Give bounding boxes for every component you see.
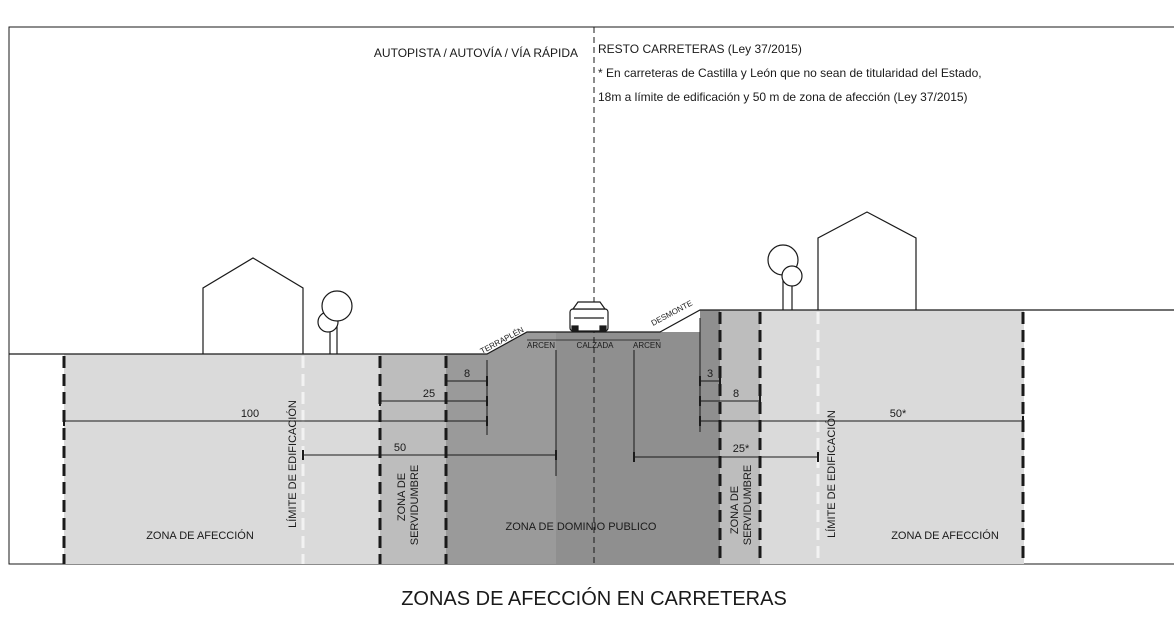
dimension-ticks xyxy=(63,376,1024,462)
left-header-title: AUTOPISTA / AUTOVÍA / VÍA RÁPIDA xyxy=(374,45,578,60)
tree-right-small xyxy=(781,265,803,287)
dimension-labels: 100 50 25 8 3 8 25* 50* xyxy=(241,368,907,455)
right-header-title: RESTO CARRETERAS (Ley 37/2015) xyxy=(598,42,802,56)
dim-50-right-label: 50* xyxy=(890,408,907,420)
ground-profile xyxy=(9,309,1174,355)
arcen-right-label: ARCEN xyxy=(633,341,661,350)
house-right xyxy=(817,211,917,310)
afeccion-left-label: ZONA DE AFECCIÓN xyxy=(146,529,254,542)
servidumbre-right-label-2: SERVIDUMBRE xyxy=(742,465,754,545)
terraplen-fill xyxy=(446,332,556,564)
afeccion-right-label: ZONA DE AFECCIÓN xyxy=(891,529,999,542)
building-limit-lines xyxy=(301,312,820,564)
right-header-note-2: 18m a límite de edificación y 50 m de zo… xyxy=(598,90,968,104)
dim-25-label: 25 xyxy=(423,388,435,400)
house-left xyxy=(202,257,304,354)
car-icon xyxy=(569,301,609,332)
servidumbre-left-label-2: SERVIDUMBRE xyxy=(409,465,421,545)
limite-left-label: LÍMITE DE EDIFICACIÓN xyxy=(286,400,299,528)
afeccion-left-fill xyxy=(64,354,380,564)
zone-fills xyxy=(64,310,1024,564)
dim-25-right-label: 25* xyxy=(733,443,750,455)
houses xyxy=(202,211,917,354)
dim-8-right-label: 8 xyxy=(733,388,739,400)
dim-100-label: 100 xyxy=(241,408,259,420)
servidumbre-left-fill xyxy=(380,354,446,564)
servidumbre-right-label-1: ZONA DE xyxy=(729,486,741,534)
zone-labels: ZONA DE AFECCIÓN LÍMITE DE EDIFICACIÓN Z… xyxy=(146,400,999,545)
right-header-note-1: * En carreteras de Castilla y León que n… xyxy=(598,66,982,80)
dim-3-label: 3 xyxy=(707,368,713,380)
servidumbre-left-label-1: ZONA DE xyxy=(396,473,408,521)
dominio-label: ZONA DE DOMINIO PUBLICO xyxy=(506,521,657,533)
trees xyxy=(317,244,803,354)
tree-left-big xyxy=(321,290,353,322)
servidumbre-right-fill xyxy=(720,310,760,564)
figure-caption: ZONAS DE AFECCIÓN EN CARRETERAS xyxy=(401,587,787,610)
calzada-label: CALZADA xyxy=(577,341,615,350)
dim-50-label: 50 xyxy=(394,442,406,454)
limite-right-label: LÍMITE DE EDIFICACIÓN xyxy=(825,410,838,538)
afeccion-right-fill xyxy=(760,310,1024,564)
zone-boundaries xyxy=(62,312,1025,564)
arcen-left-label: ARCEN xyxy=(527,341,555,350)
dim-8-left-label: 8 xyxy=(464,368,470,380)
desmonte-label: DESMONTE xyxy=(650,299,694,328)
